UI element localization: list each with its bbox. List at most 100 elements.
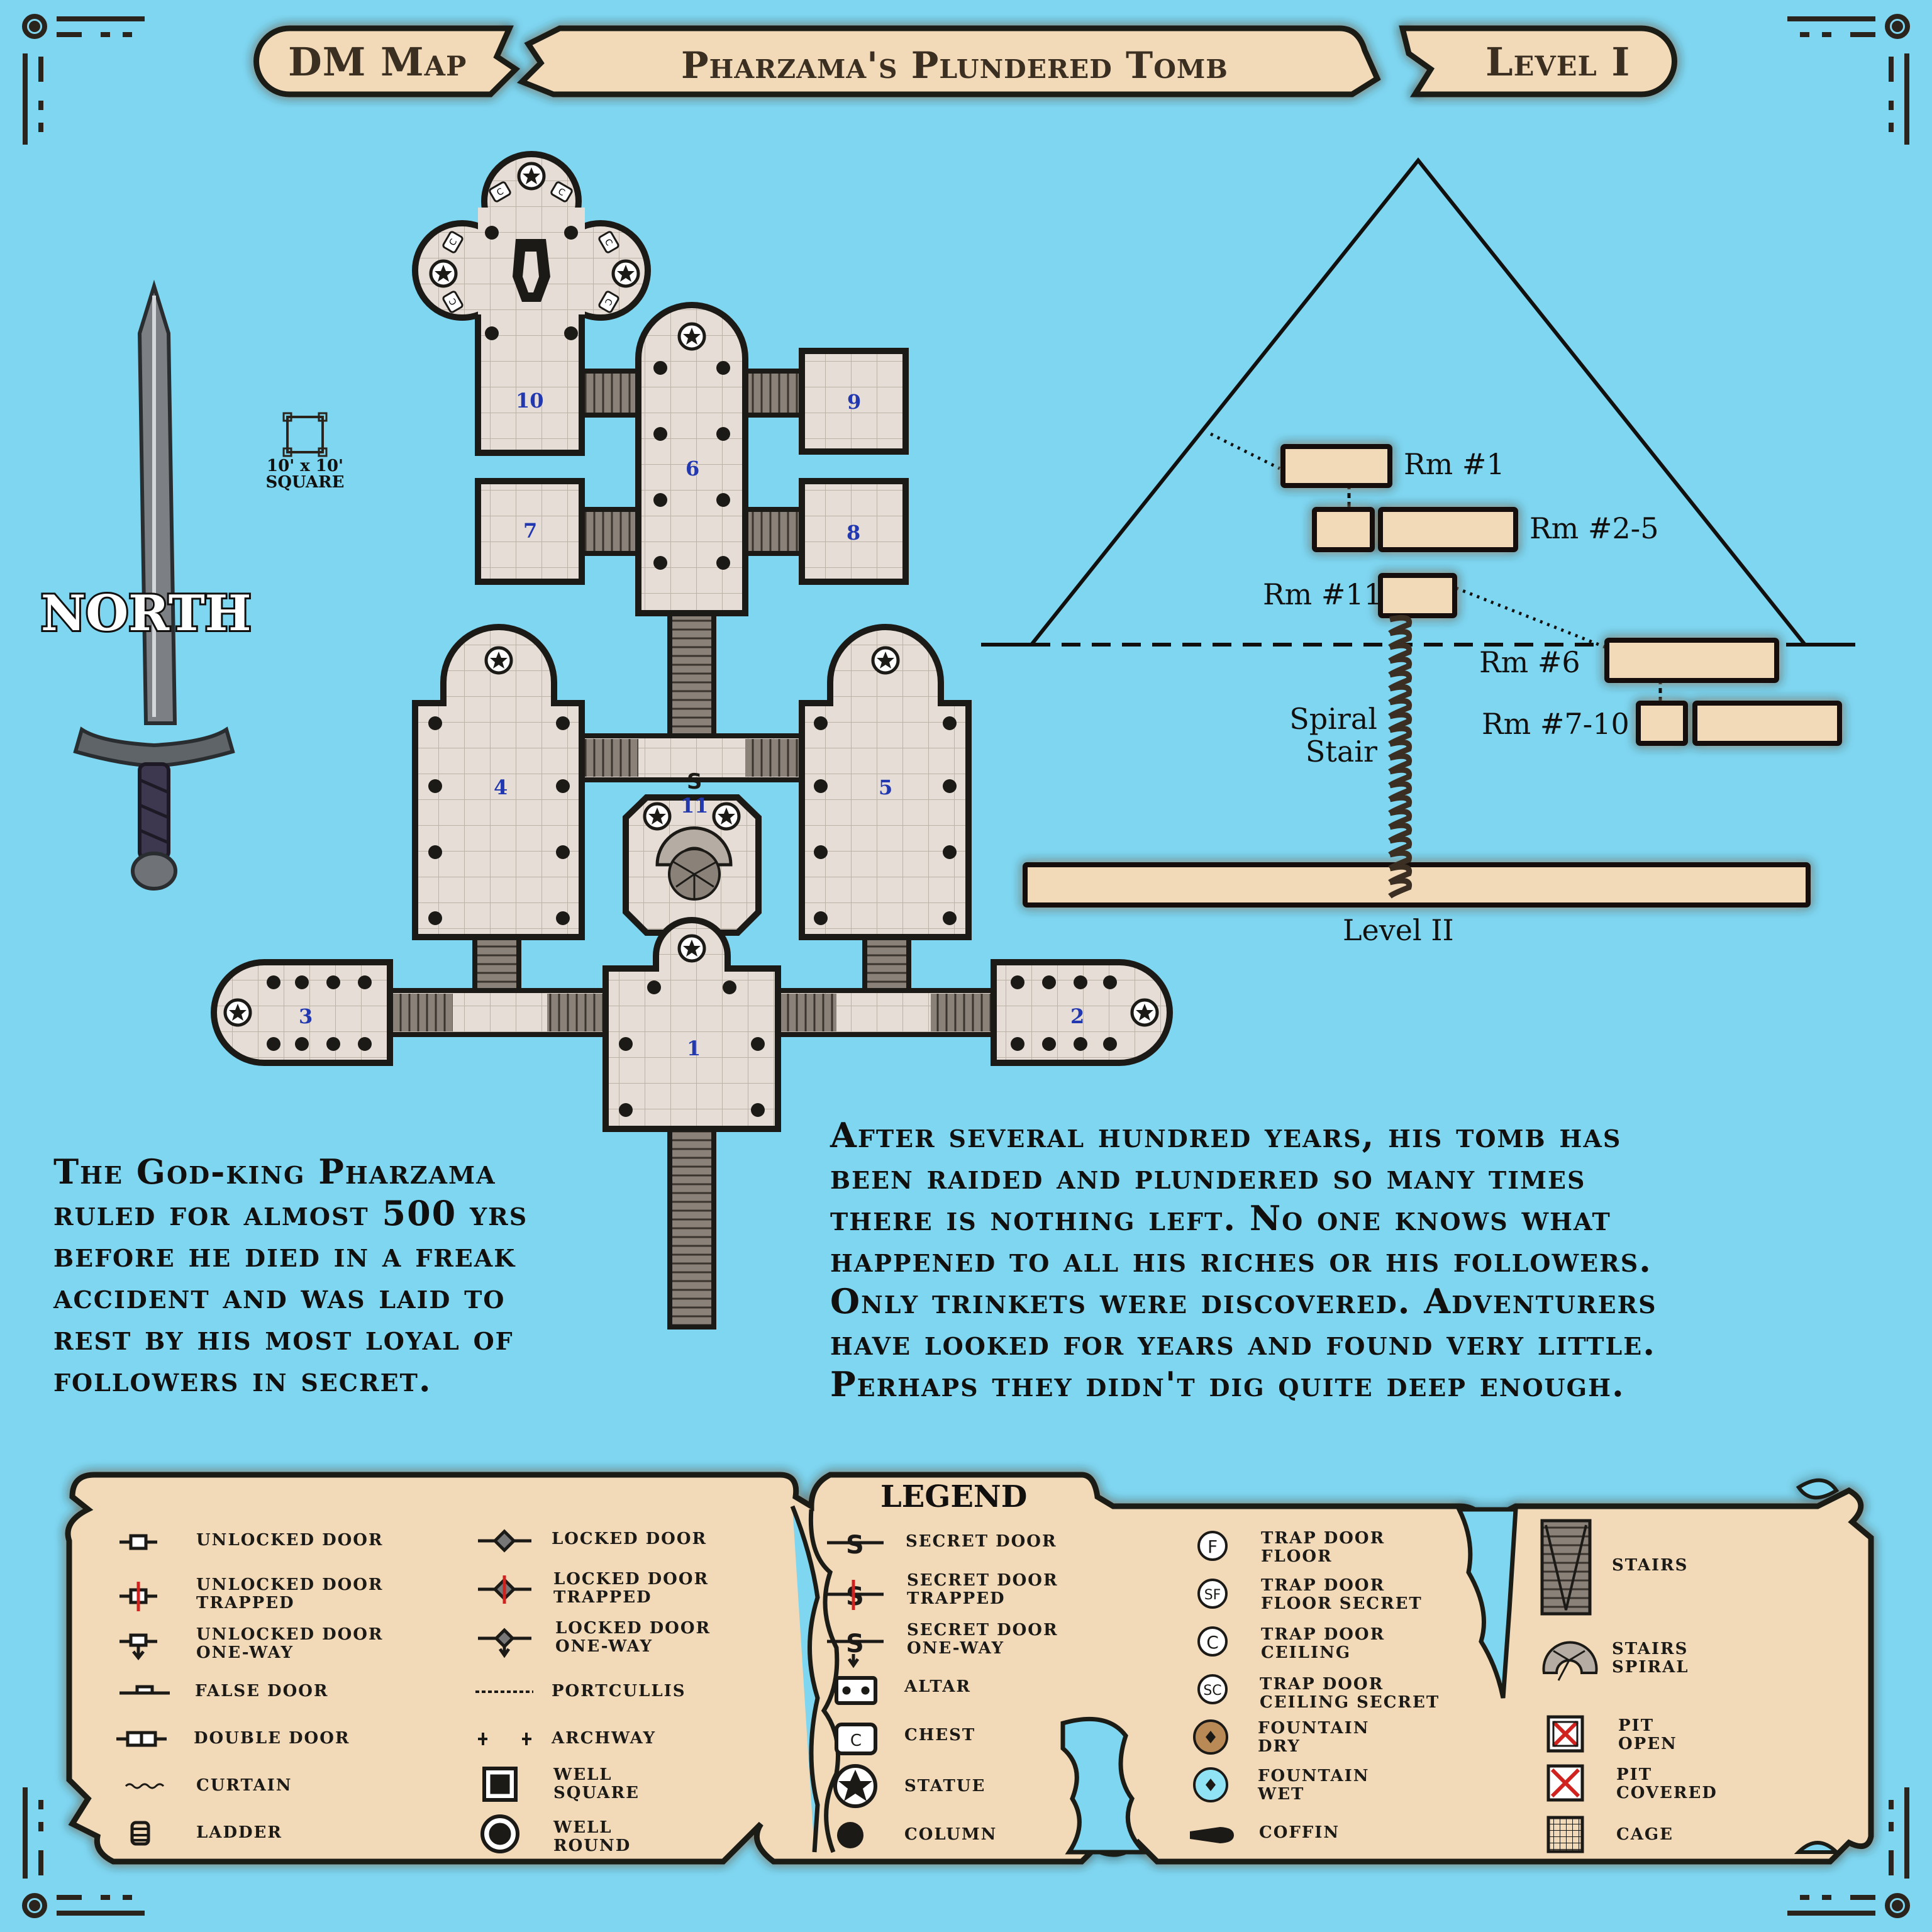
map-title: Pharzama's Plundered Tomb bbox=[681, 44, 1228, 87]
unlocked-door-trapped-icon bbox=[119, 1582, 157, 1611]
pit-open-icon bbox=[1546, 1715, 1584, 1753]
section-room-6 bbox=[1604, 638, 1779, 683]
altar-icon bbox=[835, 1676, 877, 1705]
lore-left-line: before he died in a freak bbox=[53, 1235, 516, 1275]
section-room-7-10b bbox=[1692, 701, 1842, 746]
legend-line: round bbox=[553, 1836, 631, 1855]
statue-icons bbox=[223, 162, 1159, 1027]
legend-line: False door bbox=[195, 1682, 329, 1701]
legend-line: Locked door bbox=[553, 1570, 709, 1589]
legend-label-fountain-dry: Fountaindry bbox=[1258, 1719, 1370, 1756]
room-4 bbox=[412, 624, 585, 940]
room-number-5: 5 bbox=[879, 775, 893, 799]
legend-label-ladder: Ladder bbox=[196, 1824, 282, 1842]
legend-line: Secret door bbox=[907, 1571, 1058, 1590]
header-banners bbox=[253, 25, 1677, 97]
secret-door-icon: S bbox=[676, 769, 711, 794]
spiral-coil bbox=[1388, 877, 1413, 899]
legend-line: one-way bbox=[907, 1639, 1005, 1658]
legend-line: trapped bbox=[553, 1588, 652, 1607]
legend-line: trapped bbox=[196, 1594, 295, 1613]
section-label-rm6: Rm #6 bbox=[1479, 645, 1580, 679]
locked-door-trapped-icon bbox=[478, 1575, 531, 1604]
lore-right-line: Perhaps they didn't dig quite deep enoug… bbox=[830, 1364, 1625, 1404]
lore-right-line: there is nothing left. No one knows what bbox=[830, 1198, 1611, 1238]
legend-label-archway: Archway bbox=[552, 1729, 656, 1748]
svg-text:S: S bbox=[846, 1629, 864, 1658]
legend-label-unlocked-door-one-way: Unlocked doorone-way bbox=[196, 1626, 384, 1662]
room-number-7: 7 bbox=[523, 519, 538, 543]
legend-line: Trap door bbox=[1261, 1576, 1385, 1595]
legend-label-curtain: Curtain bbox=[196, 1777, 292, 1795]
chest-icon: C bbox=[835, 1723, 877, 1755]
room-2 bbox=[991, 959, 1173, 1066]
lore-left: The God-king Pharzama ruled for almost 5… bbox=[53, 1151, 528, 1400]
legend-line: Double door bbox=[194, 1729, 350, 1748]
legend-line: Trap door bbox=[1260, 1675, 1384, 1694]
legend-line: dry bbox=[1258, 1737, 1301, 1756]
stairs-spiral-icon bbox=[655, 826, 733, 901]
locked-door-one-way-icon bbox=[478, 1628, 531, 1658]
legend-label-unlocked-door: Unlocked door bbox=[196, 1531, 384, 1550]
room-number-6: 6 bbox=[686, 457, 700, 480]
lore-right-line: have looked for years and found very lit… bbox=[830, 1323, 1657, 1363]
well-square-icon bbox=[482, 1767, 518, 1802]
legend-line: floor bbox=[1261, 1547, 1333, 1566]
svg-text:C: C bbox=[1206, 1632, 1219, 1653]
archway-icon bbox=[478, 1733, 531, 1745]
corner-ornament-tr bbox=[1787, 14, 1910, 145]
curtain-icon bbox=[125, 1783, 165, 1789]
legend-label-column: Column bbox=[904, 1826, 997, 1844]
legend-line: Altar bbox=[904, 1677, 972, 1696]
corner-ornament-bl bbox=[22, 1787, 145, 1918]
legend-label-pit-open: Pitopen bbox=[1618, 1717, 1677, 1753]
legend-label-portcullis: Portcullis bbox=[552, 1682, 686, 1701]
spiral-stair-coils bbox=[1388, 614, 1413, 899]
legend-line: Pit bbox=[1616, 1765, 1653, 1784]
legend-line: Fountain bbox=[1258, 1719, 1370, 1738]
legend-label-well-square: Wellsquare bbox=[553, 1766, 640, 1802]
legend-line: Statue bbox=[904, 1777, 986, 1796]
svg-text:S: S bbox=[687, 769, 702, 794]
legend-line: covered bbox=[1616, 1784, 1718, 1802]
columns bbox=[267, 226, 1117, 1117]
legend-icons: S S S C F SF C SC bbox=[116, 1519, 1598, 1853]
legend-line: Archway bbox=[552, 1729, 657, 1748]
well-round-icon bbox=[480, 1814, 519, 1853]
legend-label-locked-door-one-way: Locked doorone-way bbox=[555, 1619, 711, 1656]
pit-covered-icon bbox=[1546, 1764, 1584, 1802]
fountain-wet-icon bbox=[1193, 1767, 1228, 1802]
room-number-11: 11 bbox=[680, 794, 709, 818]
unlocked-door-icon bbox=[119, 1534, 157, 1550]
legend-line: open bbox=[1618, 1735, 1677, 1753]
section-room-1 bbox=[1280, 444, 1392, 488]
section-label-spiral: Spiral bbox=[1289, 702, 1377, 736]
legend-label-cage: Cage bbox=[1616, 1826, 1674, 1844]
legend-label-coffin: Coffin bbox=[1259, 1824, 1340, 1842]
lore-right: After several hundred years, his tomb ha… bbox=[830, 1114, 1657, 1405]
legend-line: Trap door bbox=[1261, 1529, 1385, 1548]
section-level-2 bbox=[1023, 862, 1811, 908]
legend-label-secret-door-trapped: Secret doortrapped bbox=[907, 1572, 1058, 1608]
room-8 bbox=[799, 478, 909, 585]
legend-line: Well bbox=[553, 1765, 613, 1784]
room-number-1: 1 bbox=[687, 1036, 701, 1060]
section-room-11 bbox=[1378, 573, 1457, 618]
legend-label-trap-door-floor-secret: Trap doorfloor secret bbox=[1261, 1577, 1423, 1613]
secret-door-one-way-icon: S bbox=[827, 1629, 884, 1668]
legend-line: Cage bbox=[1616, 1825, 1674, 1844]
column-icon bbox=[837, 1822, 863, 1848]
section-room-2-5a bbox=[1312, 507, 1375, 552]
legend-line: Unlocked door bbox=[196, 1531, 384, 1550]
legend-label-locked-door-trapped: Locked doortrapped bbox=[553, 1570, 709, 1607]
trap-door-ceiling-secret-icon: SC bbox=[1197, 1674, 1228, 1704]
north-label: NORTH bbox=[39, 583, 253, 644]
legend-label-chest: Chest bbox=[904, 1726, 975, 1745]
legend-line: Portcullis bbox=[552, 1682, 686, 1701]
corner-ornament-tl bbox=[22, 14, 145, 145]
svg-text:SC: SC bbox=[1203, 1683, 1221, 1699]
trap-door-floor-icon: F bbox=[1197, 1531, 1228, 1561]
room-number-10: 10 bbox=[516, 389, 544, 413]
legend-label-statue: Statue bbox=[904, 1777, 985, 1796]
